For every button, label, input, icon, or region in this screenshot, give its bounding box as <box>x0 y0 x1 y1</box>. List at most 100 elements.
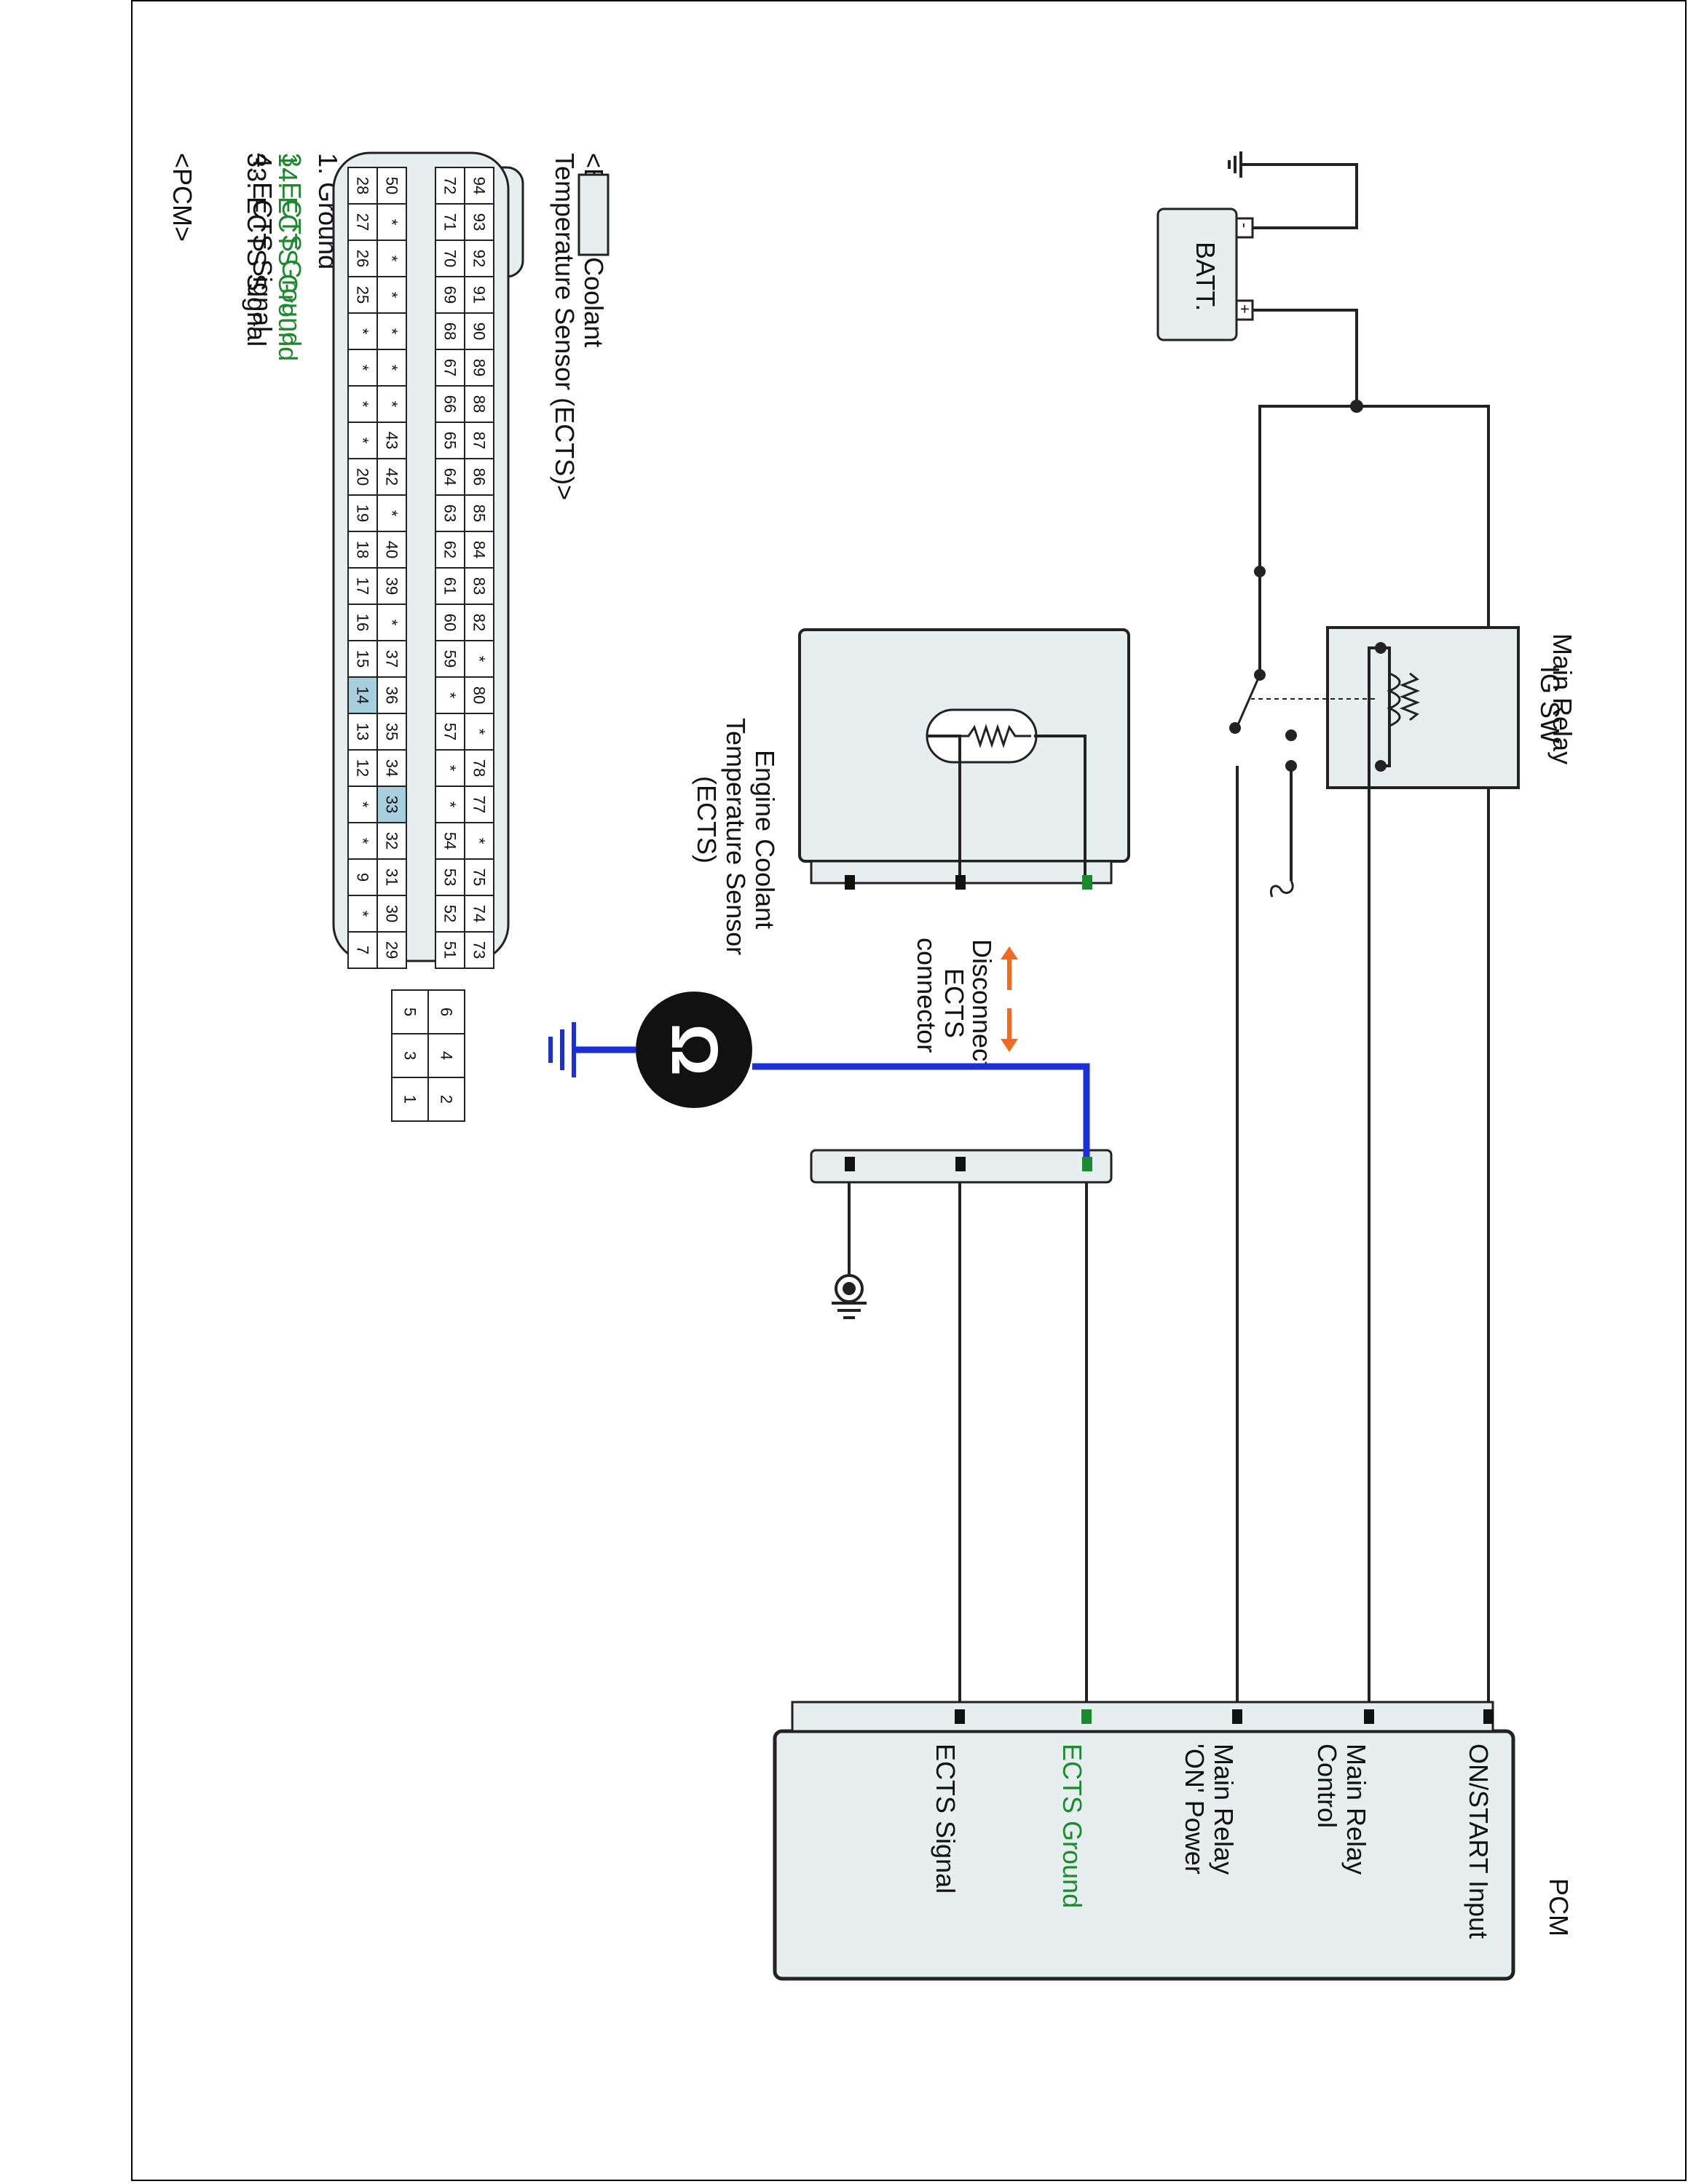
pcm-pin-number: * <box>383 510 401 517</box>
pcm-pin-number: 30 <box>383 905 401 922</box>
pcm-pin-number: * <box>383 219 401 226</box>
battery-ground-wire <box>1245 163 1358 229</box>
pcm-pin-number: 77 <box>470 796 489 813</box>
pcm-pin-number: * <box>383 256 401 262</box>
battery-pos-label: + <box>1236 304 1254 314</box>
pcm-pin-number: 94 <box>470 177 489 194</box>
pcm-pin-number: * <box>354 328 372 335</box>
pcm-ects-ground-label: ECTS Ground <box>1057 1744 1087 1908</box>
pcm-pin-number: 74 <box>470 905 489 922</box>
pcm-pin-number: 54 <box>441 832 460 850</box>
pcm-pin-number: 31 <box>383 869 401 886</box>
ects-sensor: Engine Coolant Temperature Sensor (ECTS) <box>692 628 1130 955</box>
ects-sensor-label-3: (ECTS) <box>692 776 722 863</box>
pcm-ects-signal-label: ECTS Signal <box>931 1744 961 1894</box>
pcm-pin-number: 50 <box>383 177 401 194</box>
battery-ground-symbol <box>1228 151 1245 178</box>
pcm-pin-number: 53 <box>441 869 460 886</box>
pcm-pin-number: * <box>354 438 372 444</box>
pcm-pin-number: 29 <box>383 941 401 959</box>
disconnect-label-1: Disconnect <box>967 939 997 1069</box>
pcm-pin-number: 14 <box>354 687 372 704</box>
pcm-pin-number: 75 <box>470 869 489 886</box>
pcm-pin-number: 86 <box>470 468 489 486</box>
pcm-pin-number: 82 <box>470 614 489 631</box>
pcm-pin-number: 66 <box>441 395 460 413</box>
pcm-pin-number: 89 <box>470 359 489 376</box>
pcm-pin-14-label: 14. ECTS Ground <box>273 153 303 361</box>
pcm-pin-number: * <box>354 401 372 408</box>
pcm-pin-number: * <box>441 692 460 699</box>
pcm-pin-number: 51 <box>441 941 460 959</box>
wire-break-symbol <box>1270 880 1294 898</box>
pcm-pin-number: * <box>383 365 401 371</box>
ects-sensor-label-2: Temperature Sensor <box>721 718 751 955</box>
pcm-pin-number: * <box>383 292 401 298</box>
pcm-pin-number: 60 <box>441 614 460 631</box>
pcm-pin-number: 13 <box>354 723 372 740</box>
pcm-relay-control-label-1: Main Relay <box>1341 1744 1371 1875</box>
pcm-pin-number: 83 <box>470 577 489 595</box>
pcm-conn-title: <PCM> <box>167 153 197 242</box>
battery-label: BATT. <box>1191 242 1220 311</box>
pcm-pin-number: 19 <box>354 505 372 522</box>
pcm-pin-number: 93 <box>470 213 489 231</box>
pcm-pin-number: 52 <box>441 905 460 922</box>
pcm-pin-number: * <box>354 911 372 917</box>
pcm-pin-cell <box>347 931 378 969</box>
ig-feed-wire <box>1357 405 1490 677</box>
pcm-pin-number: 28 <box>354 177 372 194</box>
pcm-title: PCM <box>1544 1878 1574 1936</box>
pcm-pin-number: 70 <box>441 250 460 267</box>
pcm-pin-33-label: 33. ECTS Signal <box>242 153 272 347</box>
relay-control-wire <box>1368 646 1381 1713</box>
pcm-pin-number: 92 <box>470 250 489 267</box>
pcm-pin-number: 67 <box>441 359 460 376</box>
pcm-pin-number: * <box>383 328 401 335</box>
pcm-pin-number: 91 <box>470 286 489 304</box>
pcm-on-start-label: ON/START Input <box>1464 1744 1494 1939</box>
pcm-pin-number: * <box>470 656 489 662</box>
pcm-relay-on-label-2: 'ON' Power <box>1180 1744 1210 1875</box>
ects-sensor-label-1: Engine Coolant <box>750 750 780 929</box>
pcm-pin-number: 72 <box>441 177 460 194</box>
pcm-pin-number: 12 <box>354 759 372 777</box>
page-frame <box>131 0 1687 2181</box>
pcm-pin-number: 34 <box>383 759 401 777</box>
disconnect-indicator: Disconnect ECTS connector <box>912 938 1018 1069</box>
ohmmeter: Ω <box>636 992 752 1108</box>
pcm-pin-number: 61 <box>441 577 460 595</box>
pcm-pin-number: 33 <box>383 796 401 813</box>
pcm-pin-number: * <box>383 401 401 408</box>
pcm-pin-number: 27 <box>354 213 372 231</box>
pcm-pin-number: 73 <box>470 941 489 959</box>
pcm-pin-number: 25 <box>354 286 372 304</box>
pcm-pin-number: 57 <box>441 723 460 740</box>
ig-sw-label: IG SW <box>1535 666 1565 743</box>
pcm-pin-number: 40 <box>383 541 401 558</box>
relay-feed-wire <box>1258 405 1357 571</box>
pcm-pin-number: 9 <box>354 873 372 882</box>
pcm-pin-number: 7 <box>354 946 372 954</box>
pcm-pin-number: 71 <box>441 213 460 231</box>
pcm-pin-number: 62 <box>441 541 460 558</box>
pcm-pin-number: 87 <box>470 432 489 449</box>
pcm-pin-number: 26 <box>354 250 372 267</box>
pcm-pin-number: 88 <box>470 395 489 413</box>
pcm-pin-number: * <box>470 838 489 844</box>
ects-conn-title-2: Temperature Sensor (ECTS)> <box>550 153 580 500</box>
pcm-pin-number: * <box>441 765 460 772</box>
pcm-pin-number: 16 <box>354 614 372 631</box>
main-relay: Main Relay <box>1229 566 1577 789</box>
pcm-pin-number: 68 <box>441 323 460 340</box>
pcm-pin-number: * <box>470 729 489 735</box>
pcm-pin-number: 65 <box>441 432 460 449</box>
pcm-pin-number: 84 <box>470 541 489 558</box>
pcm-pin-number: 2 <box>438 1095 456 1104</box>
battery-positive-wire <box>1253 309 1358 406</box>
pcm-pin-number: 85 <box>470 505 489 522</box>
battery: BATT. - + <box>1156 207 1254 341</box>
pcm-pin-number: 80 <box>470 687 489 704</box>
